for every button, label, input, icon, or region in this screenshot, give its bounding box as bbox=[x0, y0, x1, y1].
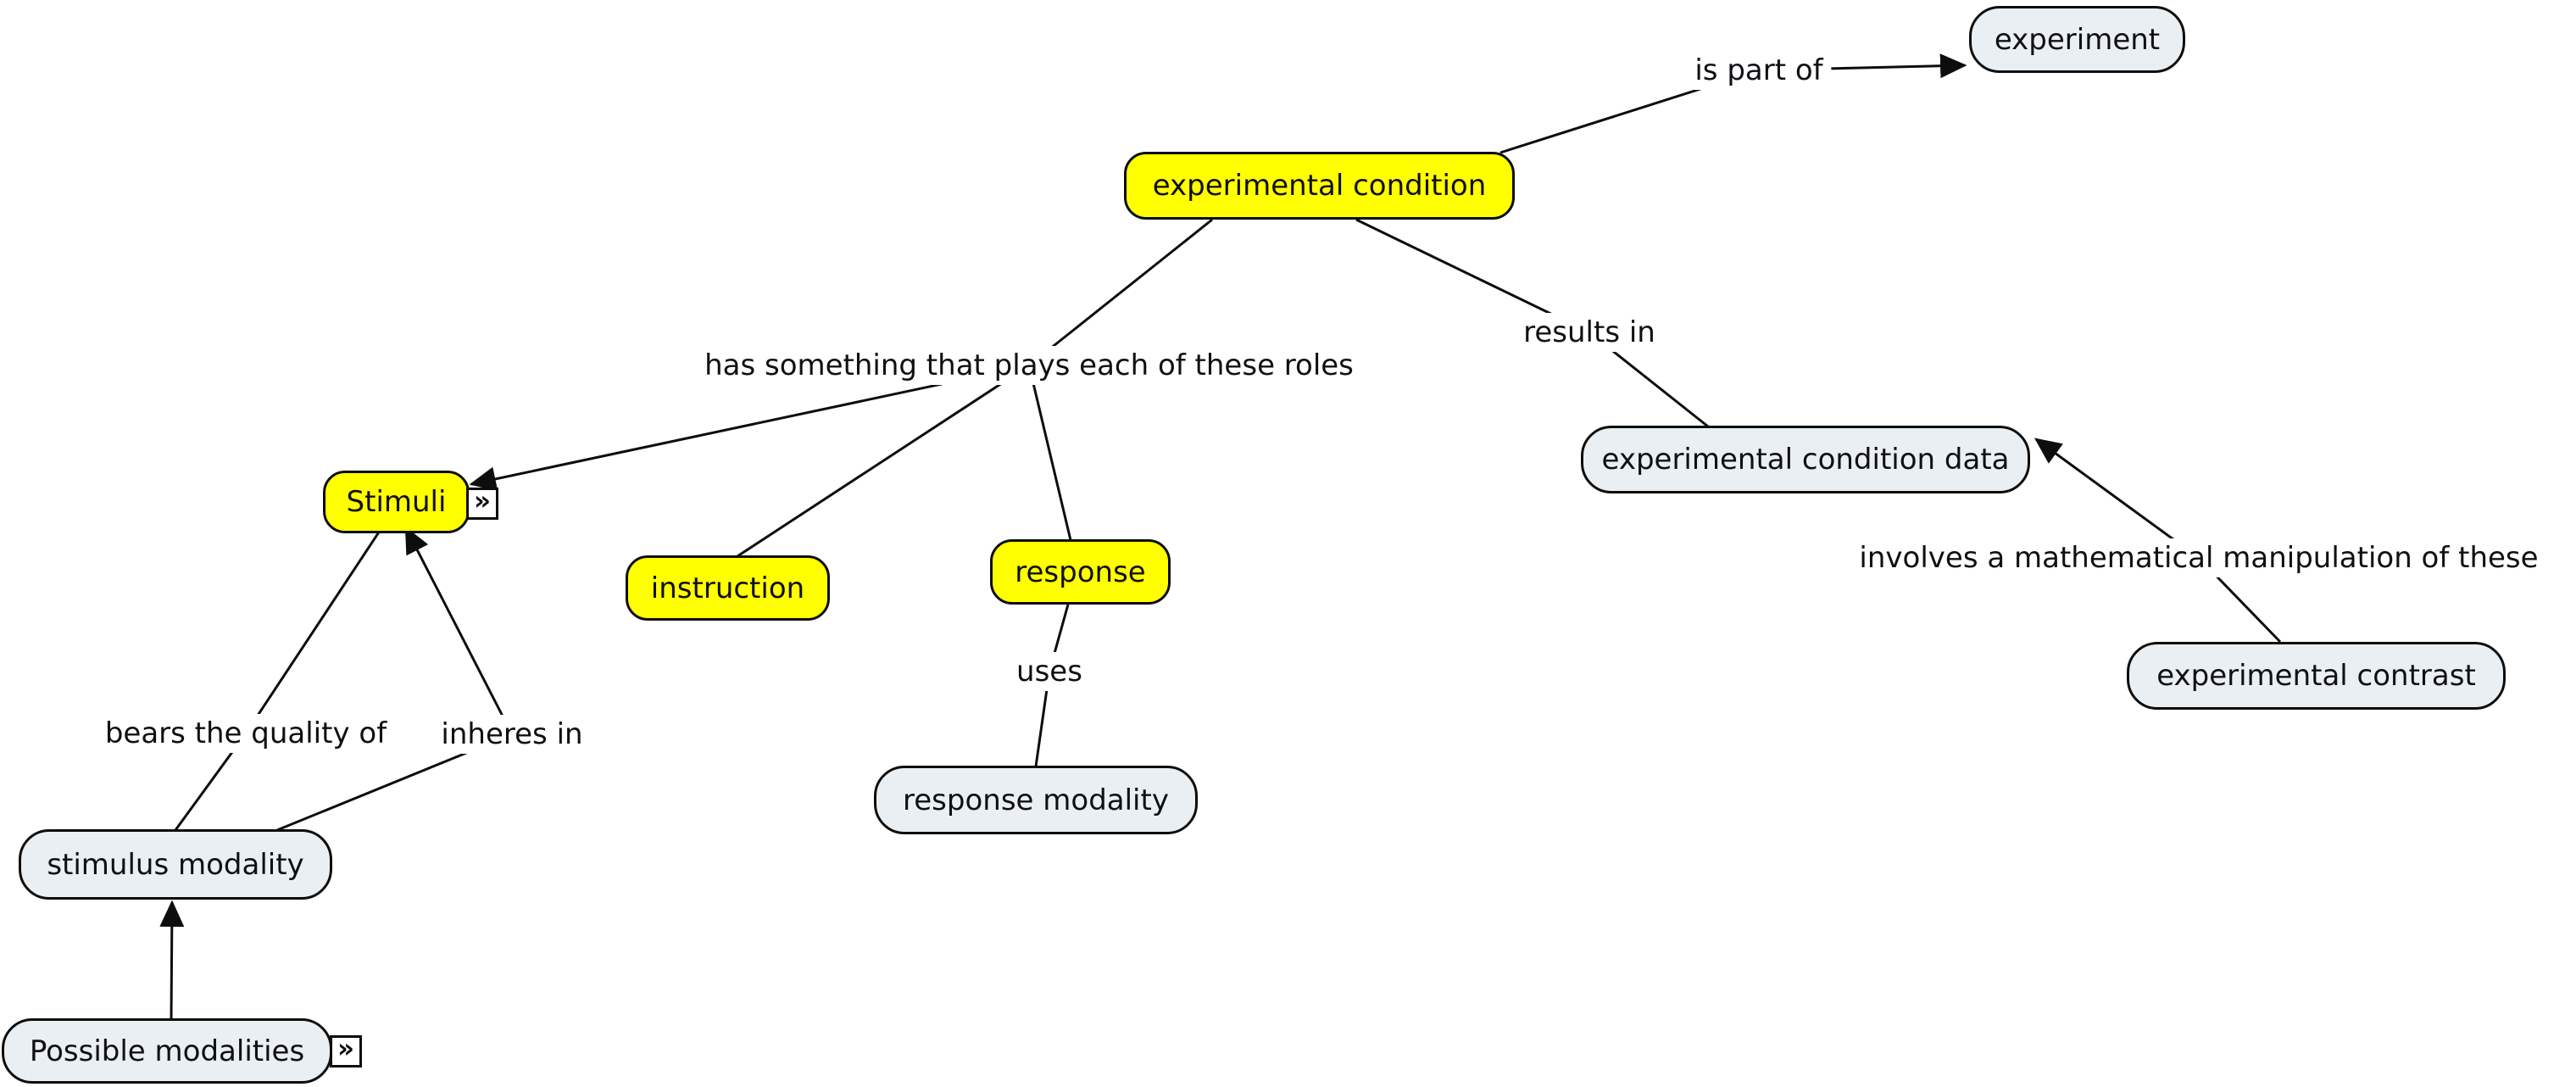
concept-node-stimulus-modality[interactable]: stimulus modality bbox=[19, 829, 332, 900]
concept-node-label: stimulus modality bbox=[47, 847, 304, 882]
concept-node-stimuli[interactable]: Stimuli bbox=[323, 471, 470, 533]
concept-node-label: experiment bbox=[1994, 22, 2161, 57]
link-line-stimmod-inheres-stimuli[interactable] bbox=[276, 526, 515, 832]
link-label-is-part-of[interactable]: is part of bbox=[1686, 51, 1832, 90]
concept-node-label: experimental contrast bbox=[2156, 659, 2476, 693]
link-line-cond-to-roles-label[interactable] bbox=[1028, 218, 1213, 367]
concept-node-experimental-contrast[interactable]: experimental contrast bbox=[2127, 642, 2506, 710]
link-line-stimmod-bears-stimuli[interactable] bbox=[174, 525, 385, 831]
link-line-roles-to-response[interactable] bbox=[1027, 365, 1072, 541]
concept-node-possible-modalities[interactable]: Possible modalities bbox=[2, 1018, 332, 1084]
concept-node-experiment[interactable]: experiment bbox=[1969, 6, 2185, 73]
link-label-uses[interactable]: uses bbox=[1008, 652, 1091, 691]
concept-node-experimental-condition-data[interactable]: experimental condition data bbox=[1581, 426, 2030, 493]
concept-node-label: response bbox=[1015, 555, 1146, 589]
concept-node-label: Stimuli bbox=[346, 485, 447, 519]
concept-node-label: experimental condition bbox=[1152, 169, 1487, 203]
link-line-possible-to-stimmod[interactable] bbox=[159, 900, 185, 1020]
linked-resources-icon[interactable]: » bbox=[330, 1035, 362, 1067]
concept-node-label: Possible modalities bbox=[29, 1034, 305, 1068]
link-label-inheres-in[interactable]: inheres in bbox=[432, 715, 592, 754]
concept-node-response-modality[interactable]: response modality bbox=[874, 766, 1198, 834]
link-line-roles-to-stimuli[interactable] bbox=[469, 364, 1030, 492]
link-line-roles-to-instruction[interactable] bbox=[737, 364, 1030, 558]
link-label-has-roles[interactable]: has something that plays each of these r… bbox=[696, 346, 1362, 385]
link-label-involves[interactable]: involves a mathematical manipulation of … bbox=[1850, 538, 2547, 577]
concept-node-label: experimental condition data bbox=[1601, 443, 2010, 477]
concept-node-label: instruction bbox=[650, 571, 805, 605]
link-label-bears[interactable]: bears the quality of bbox=[96, 714, 396, 753]
concept-node-response[interactable]: response bbox=[990, 539, 1171, 605]
link-label-results-in[interactable]: results in bbox=[1515, 313, 1664, 352]
concept-node-label: response modality bbox=[903, 783, 1169, 817]
concept-node-experimental-condition[interactable]: experimental condition bbox=[1124, 152, 1515, 220]
concept-node-instruction[interactable]: instruction bbox=[626, 555, 830, 621]
linked-resources-icon[interactable]: » bbox=[466, 488, 498, 520]
